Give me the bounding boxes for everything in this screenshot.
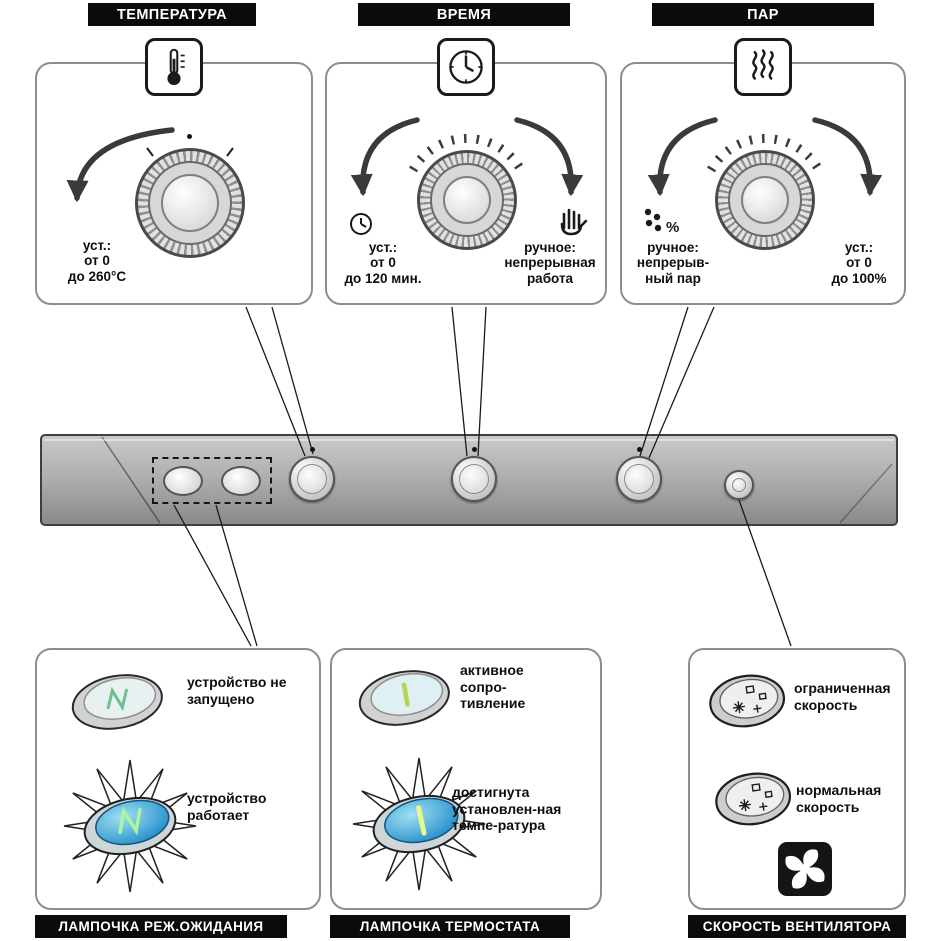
steam-set-line: до 100%: [831, 270, 887, 286]
standby-lamp-panel: устройство не запущено устройство работа…: [35, 648, 321, 910]
time-manual-text: ручное: непрерывная работа: [499, 240, 601, 286]
time-knob[interactable]: [451, 456, 497, 502]
fan-normal-speed-button[interactable]: [706, 766, 801, 831]
time-set-line: до 120 мин.: [344, 270, 422, 286]
time-set-line: от 0: [370, 255, 396, 271]
thermostat-lamp-panel: активное сопро-тивление достигнута устан…: [330, 648, 602, 910]
steam-knob-illustration: [715, 150, 815, 250]
temperature-turn-arrow: [66, 127, 175, 203]
time-label-text: ВРЕМЯ: [436, 6, 492, 23]
time-turn-left-arrow: [350, 117, 420, 197]
knob-face: [741, 176, 789, 224]
standby-caption-text: ЛАМПОЧКА РЕЖ.ОЖИДАНИЯ: [58, 919, 264, 934]
fan-speed-switch[interactable]: [724, 470, 754, 500]
snowflake-icon: [732, 685, 767, 714]
time-set-range-text: уст.: от 0 до 120 мин.: [331, 240, 435, 286]
time-turn-right-arrow: [514, 117, 584, 197]
standby-lamp-on: [63, 759, 197, 893]
steam-manual-line: непрерыв-: [636, 255, 710, 271]
steam-set-range-text: уст.: от 0 до 100%: [818, 240, 900, 286]
time-panel: уст.: от 0 до 120 мин. ручное: непрерывн…: [325, 38, 607, 305]
standby-caption-bar: ЛАМПОЧКА РЕЖ.ОЖИДАНИЯ: [35, 915, 287, 938]
fan-limited-speed-button[interactable]: [700, 668, 795, 733]
temperature-label-text: ТЕМПЕРАТУРА: [117, 6, 227, 23]
standby-indicator-lamp: [163, 466, 203, 496]
temperature-range-line: от 0: [84, 253, 110, 269]
steam-section-label: ПАР: [652, 3, 874, 26]
standby-lamp-off: [71, 674, 163, 730]
knob-cap: [297, 464, 327, 494]
thermostat-caption-text: ЛАМПОЧКА ТЕРМОСТАТА: [359, 919, 541, 934]
temperature-section-label: ТЕМПЕРАТУРА: [88, 3, 256, 26]
standby-glyph: [106, 686, 128, 712]
steam-turn-right-arrow: [812, 117, 883, 197]
clock-icon-art: [449, 50, 483, 84]
steam-drops-icon: %: [644, 208, 679, 236]
time-arrow-art: [350, 117, 588, 236]
standby-off-text: устройство не запущено: [187, 674, 287, 707]
thermostat-glyph: [401, 682, 410, 707]
temperature-arrow-art: [66, 127, 234, 203]
thermostat-lamp-off: [358, 670, 450, 726]
time-manual-line: ручное:: [524, 240, 576, 255]
thermometer-icon: [145, 38, 203, 96]
temperature-knob[interactable]: [289, 456, 335, 502]
time-manual-line: непрерывная: [504, 255, 596, 271]
fan-speed-panel: ограниченная скорость нормальная скорост…: [688, 648, 906, 910]
fan-normal-text: нормальная скорость: [796, 782, 882, 815]
fan-icon: [778, 842, 832, 896]
steam-manual-line: ный пар: [645, 270, 701, 286]
snowflake-icon: [738, 783, 773, 812]
fan-limited-text: ограниченная скорость: [794, 680, 891, 713]
knob-cap: [624, 464, 654, 494]
time-knob-illustration: [417, 150, 517, 250]
steam-manual-text: ручное: непрерыв- ный пар: [624, 240, 722, 286]
clock-icon: [437, 38, 495, 96]
steam-manual-line: ручное:: [647, 240, 699, 255]
steam-icon-art: [752, 49, 774, 80]
steam-turn-left-arrow: [647, 117, 718, 197]
knob-face: [443, 176, 491, 224]
set-clock-icon: [350, 213, 372, 235]
steam-set-line: от 0: [846, 255, 872, 271]
thermostat-caption-bar: ЛАМПОЧКА ТЕРМОСТАТА: [330, 915, 570, 938]
knob-cap: [732, 478, 746, 492]
thermostat-off-text: активное сопро-тивление: [460, 662, 526, 712]
knob-cap: [459, 464, 489, 494]
thermostat-lamp-on: [352, 757, 486, 891]
thermostat-glyph-lit: [416, 805, 427, 836]
temperature-knob-index-dot: [187, 134, 192, 139]
time-section-label: ВРЕМЯ: [358, 3, 570, 26]
steam-set-line: уст.:: [844, 240, 874, 255]
temperature-knob-illustration: [135, 148, 245, 258]
control-panel-strip: [40, 434, 898, 526]
steam-panel: % ручное: непрерыв- ный пар уст.: от 0 д…: [620, 38, 906, 305]
time-knob-mark: [472, 447, 477, 452]
time-set-line: уст.:: [368, 240, 398, 255]
time-manual-line: работа: [526, 270, 574, 286]
thermostat-on-text: достигнута установлен-ная темпе-ратура: [452, 784, 562, 834]
hand-icon: [560, 208, 588, 236]
steam-knob-mark: [637, 447, 642, 452]
knob-face: [161, 174, 219, 232]
temperature-range-line: до 260°C: [67, 268, 127, 284]
thermostat-indicator-lamp: [221, 466, 261, 496]
indicator-lamps-group: [152, 457, 272, 504]
steam-percent-symbol: %: [666, 219, 679, 236]
temperature-panel: уст.: от 0 до 260°C: [35, 38, 313, 305]
temperature-range-text: уст.: от 0 до 260°C: [49, 238, 145, 284]
steam-label-text: ПАР: [747, 6, 779, 23]
time-dial-tick-marks: [409, 133, 525, 173]
fan-caption-text: СКОРОСТЬ ВЕНТИЛЯТОРА: [702, 919, 892, 934]
standby-glyph-lit: [118, 806, 142, 836]
steam-dial-tick-marks: [707, 133, 823, 173]
temperature-knob-mark: [310, 447, 315, 452]
steam-icon: [734, 38, 792, 96]
temperature-range-line: уст.:: [82, 238, 112, 253]
thermometer-icon-art: [167, 48, 185, 86]
steam-knob[interactable]: [616, 456, 662, 502]
standby-on-text: устройство работает: [187, 790, 267, 823]
steam-arrow-art: %: [644, 117, 883, 236]
fan-caption-bar: СКОРОСТЬ ВЕНТИЛЯТОРА: [688, 915, 906, 938]
